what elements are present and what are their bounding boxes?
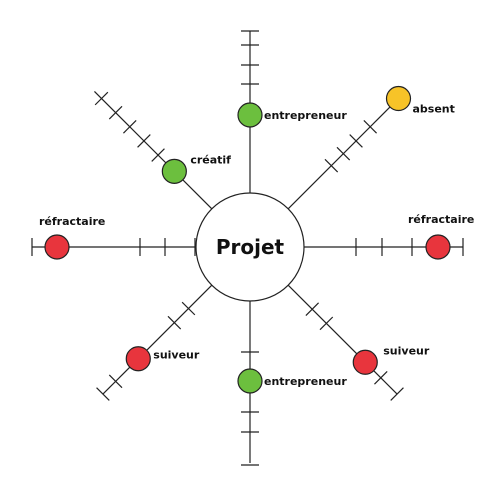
spoke-north-west: créatif xyxy=(94,91,231,210)
spoke-north-east: absent xyxy=(287,85,455,210)
status-node-green xyxy=(237,102,263,128)
spoke-label: réfractaire xyxy=(408,213,474,226)
status-node-red xyxy=(425,234,451,260)
spoke-tick xyxy=(151,148,165,162)
center-node: Projet xyxy=(195,192,305,302)
spoke-label: suiveur xyxy=(383,344,430,357)
spoke-west: réfractaire xyxy=(31,215,196,260)
spoke-tick xyxy=(349,134,363,148)
spoke-tick xyxy=(167,315,182,330)
spoke-east: réfractaire xyxy=(304,213,474,260)
spoke-tick xyxy=(363,120,377,134)
spoke-north: entrepreneur xyxy=(237,30,347,193)
spoke-tick xyxy=(336,146,351,161)
spoke-tick xyxy=(181,301,196,316)
status-node-red xyxy=(125,346,151,372)
spoke-south-west: suiveur xyxy=(96,284,213,401)
spoke-label: absent xyxy=(412,103,454,116)
spoke-tick xyxy=(96,387,110,401)
spoke-line xyxy=(102,284,213,395)
spoke-tick xyxy=(390,387,404,401)
spoke-label: réfractaire xyxy=(39,215,105,228)
status-node-green xyxy=(237,368,263,394)
spoke-tick xyxy=(137,134,151,148)
spoke-tick xyxy=(374,371,388,385)
status-node-red xyxy=(44,234,70,260)
status-node-red xyxy=(352,349,378,375)
spokes-layer: entrepreneur absent réfractaire suiveur entr… xyxy=(31,30,474,466)
spoke-tick xyxy=(94,91,109,106)
spoke-south: entrepreneur xyxy=(237,301,347,466)
spoke-label: entrepreneur xyxy=(264,109,347,122)
spoke-line xyxy=(287,284,398,395)
status-node-green xyxy=(161,158,187,184)
spoke-tick xyxy=(305,302,320,317)
spoke-south-east: suiveur xyxy=(287,284,430,401)
center-circle xyxy=(195,192,305,302)
spoke-tick xyxy=(319,316,334,331)
spoke-label: entrepreneur xyxy=(264,375,347,388)
spoke-line xyxy=(287,103,394,210)
spoke-tick xyxy=(123,120,137,134)
spoke-tick xyxy=(108,374,123,389)
spoke-label: suiveur xyxy=(153,349,200,362)
spoke-line xyxy=(94,91,213,210)
status-node-yellow xyxy=(385,85,412,112)
spoke-label: créatif xyxy=(190,153,231,166)
spoke-tick xyxy=(324,158,339,173)
center-label: Projet xyxy=(216,235,285,259)
spoke-tick xyxy=(108,105,123,120)
